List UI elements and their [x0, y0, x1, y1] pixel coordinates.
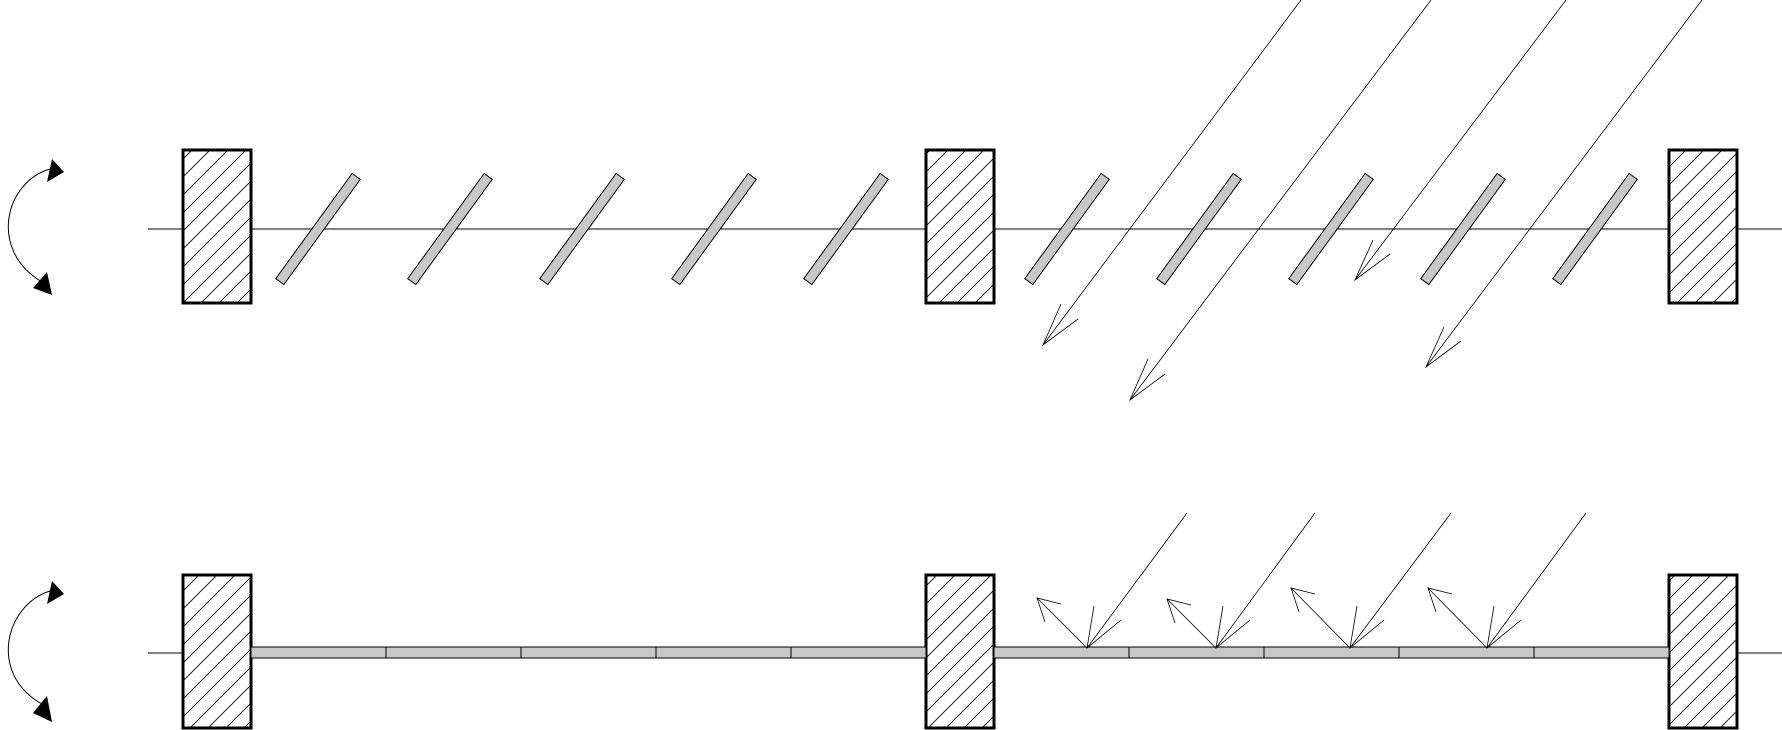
slat-open [671, 172, 757, 286]
light-ray-arrow-icon [1036, 512, 1587, 649]
slat-closed [520, 646, 657, 659]
open-slats-group [275, 172, 1638, 286]
post-right [1667, 148, 1739, 305]
slat-open [1552, 172, 1638, 286]
slat-closed [1263, 646, 1400, 659]
slat-open [539, 172, 625, 286]
slat-closed [250, 646, 387, 659]
slat-open [1288, 172, 1374, 286]
slat-closed [790, 646, 927, 659]
post-middle [924, 573, 996, 730]
louver-open-row [7, 0, 1782, 402]
post-right [1667, 573, 1739, 730]
slat-open [407, 172, 493, 286]
slat-closed [655, 646, 792, 659]
slat-open [1420, 172, 1506, 286]
slat-open [803, 172, 889, 286]
post-left [181, 148, 253, 305]
post-left [181, 573, 253, 730]
slat-open [1024, 172, 1110, 286]
slat-open [1156, 172, 1242, 286]
rotation-arrow-icon [7, 159, 64, 295]
slat-open [275, 172, 361, 286]
post-middle [924, 148, 996, 305]
slat-closed [1128, 646, 1265, 659]
slat-closed [1533, 646, 1670, 659]
slat-closed [385, 646, 522, 659]
slat-closed [993, 646, 1130, 659]
rotation-arrow-icon [7, 581, 64, 722]
louver-closed-row [7, 512, 1782, 730]
slat-closed [1398, 646, 1535, 659]
closed-slats-group [250, 646, 1670, 659]
light-ray-arrow-icon [1042, 0, 1703, 402]
